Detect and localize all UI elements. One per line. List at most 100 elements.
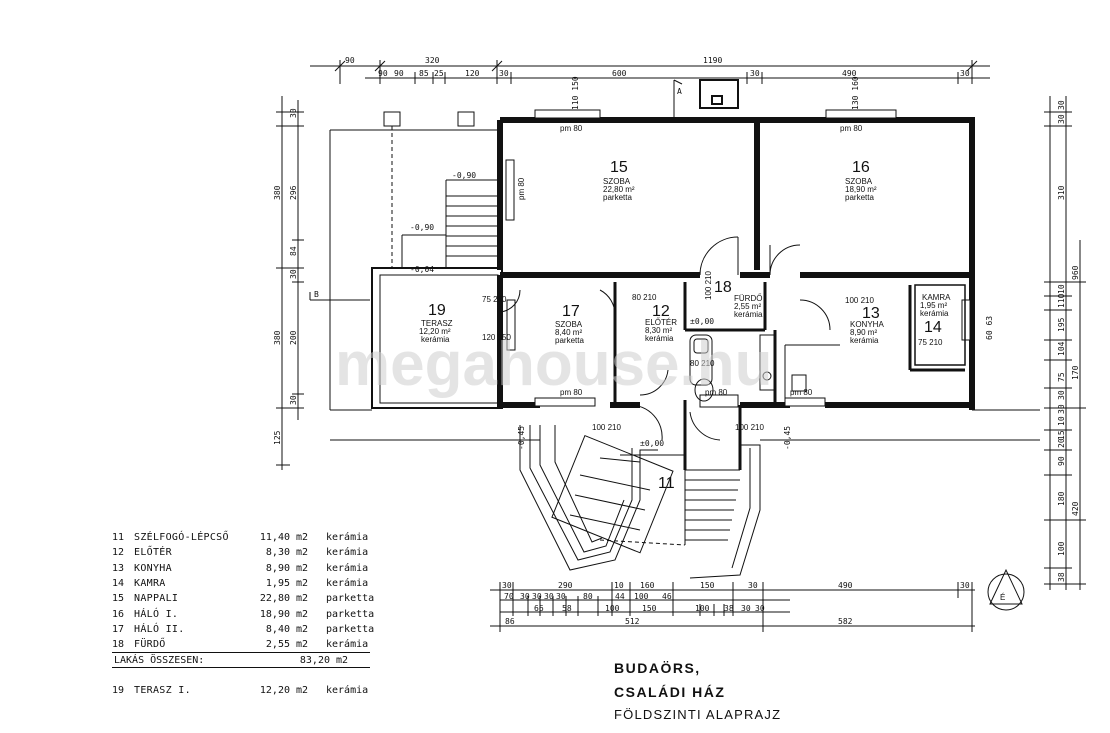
- svg-text:ELŐTÉR: ELŐTÉR: [645, 318, 677, 327]
- svg-text:parketta: parketta: [845, 193, 874, 202]
- legend-name: NAPPALI: [134, 593, 179, 605]
- door-label-bath: 80 210: [690, 359, 715, 368]
- svg-text:kerámia: kerámia: [421, 335, 450, 344]
- legend-total-row: LAKÁS ÖSSZESEN: 83,20 m2: [112, 652, 370, 669]
- top-dim-600: 600: [612, 69, 627, 78]
- legend-name: SZÉLFOGÓ-LÉPCSŐ: [134, 532, 229, 544]
- right-dim-30-d: 30: [1057, 404, 1066, 414]
- room-16-label: 16 SZOBA 18,90 m² parketta: [845, 159, 877, 202]
- right-dim-420: 420: [1071, 501, 1080, 516]
- compass-label: É: [1000, 593, 1005, 602]
- right-dim-15: 15: [1057, 430, 1066, 440]
- legend-area: 1,95: [265, 578, 290, 590]
- svg-text:8,30 m²: 8,30 m²: [645, 326, 672, 335]
- right-dim-170: 170: [1071, 365, 1080, 380]
- room-19-label: 19 TERASZ 12,20 m² kerámia: [419, 302, 453, 344]
- door-label-entry-left: 100 210: [592, 423, 621, 432]
- kamra-room: [914, 284, 966, 366]
- right-dim-10-b: 10: [1057, 416, 1066, 426]
- left-dimension-chain: [276, 96, 304, 470]
- left-dim-125: 125: [273, 430, 282, 445]
- legend-name: FÜRDŐ: [134, 639, 166, 651]
- legend-name: TERASZ I.: [134, 684, 191, 696]
- door-label-19a: 75 230: [482, 295, 507, 304]
- watermark: megahouse.hu: [335, 330, 773, 399]
- bottom-dim-58: 58: [562, 604, 572, 613]
- legend-unit: m2: [296, 547, 309, 559]
- interior-walls: [613, 282, 965, 470]
- left-dim-296: 296: [289, 185, 298, 200]
- door-label-entry-right: 100 210: [735, 423, 764, 432]
- left-dim-84: 84: [289, 246, 298, 256]
- top-dim-490: 490: [842, 69, 857, 78]
- level-mark-7: -0,45: [783, 426, 792, 450]
- title-drawing-name: FÖLDSZINTI ALAPRAJZ: [614, 707, 782, 722]
- kitchen-counter: [784, 344, 840, 398]
- sill-label-14: 60 63: [985, 316, 994, 340]
- legend-unit: m2: [296, 639, 309, 651]
- svg-text:parketta: parketta: [603, 193, 632, 202]
- title-location: BUDAÖRS,: [614, 660, 701, 676]
- top-dim-30-a: 30: [499, 69, 509, 78]
- legend-num: 16: [112, 608, 125, 620]
- bottom-dim-30-i: 30: [755, 604, 765, 613]
- right-dim-100: 100: [1057, 541, 1066, 556]
- bottom-dim-512: 512: [625, 617, 640, 626]
- right-dim-30-c: 30: [1057, 390, 1066, 400]
- svg-text:22,80 m²: 22,80 m²: [603, 185, 635, 194]
- level-mark-5: ±0,00: [640, 439, 664, 448]
- level-mark-6: -0,45: [517, 426, 526, 450]
- bottom-dim-30-a: 30: [502, 581, 512, 590]
- legend-name: KAMRA: [134, 578, 166, 590]
- svg-text:SZOBA: SZOBA: [845, 177, 873, 186]
- right-dim-960: 960: [1071, 265, 1080, 280]
- right-dim-180: 180: [1057, 491, 1066, 506]
- legend-area: 8,40: [265, 623, 290, 635]
- level-mark-2: -0,90: [410, 223, 434, 232]
- section-mark-b-label: B: [314, 290, 319, 299]
- level-mark-4: ±0,00: [690, 317, 714, 326]
- window-label-15: pm 80: [560, 124, 583, 133]
- legend-finish: parketta: [326, 593, 375, 605]
- door-label-hall: 100 210: [704, 271, 713, 300]
- legend-area: 8,90: [265, 562, 290, 574]
- legend-finish: kerámia: [326, 532, 369, 544]
- room-18-label: 18 FÜRDŐ 2,55 m² kerámia: [714, 279, 763, 319]
- right-dim-30-a: 30: [1057, 100, 1066, 110]
- top-dim-320: 320: [425, 56, 440, 65]
- svg-text:SZOBA: SZOBA: [555, 320, 583, 329]
- bottom-dim-46: 46: [662, 592, 672, 601]
- right-dim-30-b: 30: [1057, 114, 1066, 124]
- legend-num: 14: [112, 578, 125, 590]
- legend-total-unit: m2: [336, 654, 349, 666]
- top-dim-85: 85: [419, 69, 429, 78]
- sill-label-15: 110 150: [571, 76, 580, 110]
- svg-text:16: 16: [852, 159, 870, 176]
- svg-text:kerámia: kerámia: [920, 309, 949, 318]
- windows: [505, 109, 971, 407]
- svg-text:kerámia: kerámia: [734, 310, 763, 319]
- svg-text:FÜRDŐ: FÜRDŐ: [734, 294, 762, 303]
- right-dim-310: 310: [1057, 185, 1066, 200]
- legend-unit: m2: [296, 684, 309, 696]
- room-12-label: 12 ELŐTÉR 8,30 m² kerámia: [645, 303, 677, 343]
- legend-total-label: LAKÁS ÖSSZESEN:: [114, 654, 205, 666]
- svg-text:KONYHA: KONYHA: [850, 320, 884, 329]
- section-mark-a-label: A: [677, 87, 682, 96]
- legend-unit: m2: [296, 562, 309, 574]
- bottom-dim-44: 44: [615, 592, 625, 601]
- svg-text:14: 14: [924, 319, 942, 336]
- door-label-19b: 120 150: [482, 333, 511, 342]
- level-mark-3: -0,04: [410, 265, 434, 274]
- right-dim-104: 104: [1057, 341, 1066, 356]
- chimney: [699, 79, 739, 109]
- top-dim-30-c: 30: [960, 69, 970, 78]
- room-11-number: 11: [658, 475, 675, 492]
- legend-unit: m2: [296, 578, 309, 590]
